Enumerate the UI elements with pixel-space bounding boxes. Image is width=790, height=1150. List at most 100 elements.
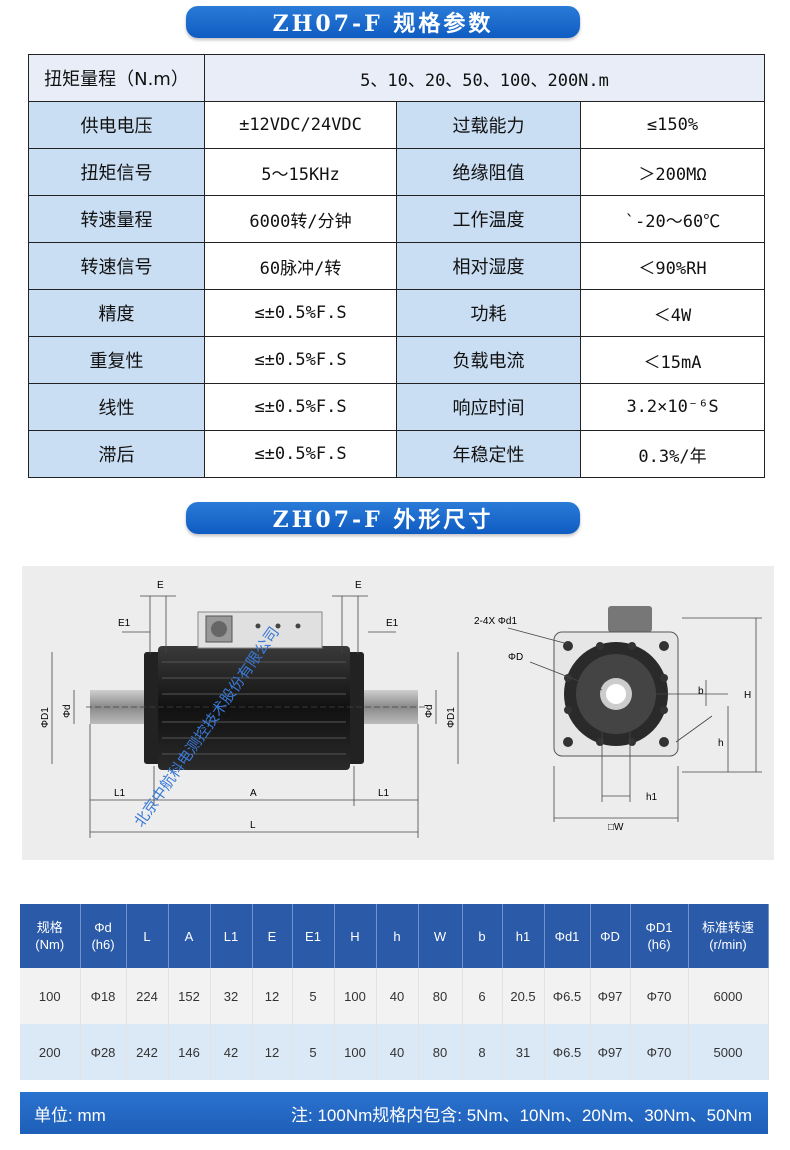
dim-label-l1: L1: [378, 788, 390, 799]
spec-label: 滞后: [28, 430, 205, 478]
col-header: Φd1: [544, 904, 591, 968]
spec-value: 3.2×10⁻⁶S: [579, 383, 766, 431]
spec-value: ≤150%: [579, 101, 766, 149]
col-header: 标准转速(r/min): [688, 904, 769, 968]
table-cell: 242: [126, 1024, 169, 1080]
spec-value: ≤±0.5%F.S: [204, 383, 397, 431]
table-row: 100 Φ18 224 152 32 12 5 100 40 80 6 20.5…: [20, 968, 769, 1024]
table-cell: Φ70: [630, 1024, 689, 1080]
unit-note: 单位: mm: [34, 1105, 106, 1125]
table-cell: 100: [334, 968, 377, 1024]
spec-label: 转速量程: [28, 195, 205, 243]
table-cell: 40: [376, 1024, 419, 1080]
col-header: E: [252, 904, 293, 968]
side-view: E E E1 E1 ΦD1 Φd Φd ΦD1 L1 A L1 L: [40, 580, 459, 838]
col-header: ΦD: [590, 904, 631, 968]
spec-value: ＜90%RH: [579, 242, 766, 290]
dim-label-l1: L1: [114, 788, 126, 799]
body-fins: [162, 661, 346, 755]
spec-label: 扭矩量程（N.m）: [28, 54, 205, 102]
dim-label-w: □W: [608, 822, 624, 833]
col-header: 规格(Nm): [20, 904, 81, 968]
spec-row: 重复性 ≤±0.5%F.S 负载电流 ＜15mA: [28, 336, 766, 384]
table-cell: 5000: [688, 1024, 769, 1080]
spec-label: 负载电流: [396, 336, 581, 384]
spec-label: 工作温度: [396, 195, 581, 243]
table-cell: 40: [376, 968, 419, 1024]
spec-label: 响应时间: [396, 383, 581, 431]
table-cell: 6000: [688, 968, 769, 1024]
spec-value: `-20～60℃: [579, 195, 766, 243]
spec-table: 扭矩量程（N.m） 5、10、20、50、100、200N.m 供电电压 ±12…: [28, 54, 766, 478]
dim-label-d1-holes: 2-4X Φd1: [474, 616, 517, 627]
dimension-section: 规格(Nm) Φd(h6) L A L1 E E1 H h W b h1 Φd1…: [20, 904, 769, 1134]
table-cell: 32: [210, 968, 253, 1024]
end-view: 2-4X Φd1 ΦD b h H h1 □W: [474, 606, 762, 833]
spec-value: ＜4W: [579, 289, 766, 337]
dim-label-e1: E1: [386, 618, 399, 629]
table-cell: 12: [252, 1024, 293, 1080]
table-cell: 8: [462, 1024, 503, 1080]
dim-label-d: Φd: [62, 704, 73, 718]
spec-value: ＞200MΩ: [579, 148, 766, 196]
table-cell: 152: [168, 968, 211, 1024]
spec-label: 功耗: [396, 289, 581, 337]
spec-value: ±12VDC/24VDC: [204, 101, 397, 149]
spec-row: 线性 ≤±0.5%F.S 响应时间 3.2×10⁻⁶S: [28, 383, 766, 431]
dim-label-d1: ΦD1: [446, 707, 457, 728]
spec-value: 60脉冲/转: [204, 242, 397, 290]
col-header: b: [462, 904, 503, 968]
spec-value: 5、10、20、50、100、200N.m: [203, 54, 766, 102]
table-cell: 42: [210, 1024, 253, 1080]
table-cell: 20.5: [502, 968, 545, 1024]
spec-label: 精度: [28, 289, 205, 337]
col-header: W: [418, 904, 463, 968]
dim-label-b: b: [698, 686, 704, 697]
col-header: L1: [210, 904, 253, 968]
dim-label-d1: ΦD1: [40, 707, 51, 728]
col-header: h1: [502, 904, 545, 968]
table-cell: Φ18: [80, 968, 127, 1024]
table-cell: 6: [462, 968, 503, 1024]
spec-label: 相对湿度: [396, 242, 581, 290]
spec-row: 滞后 ≤±0.5%F.S 年稳定性 0.3%/年: [28, 430, 766, 478]
spec-note: 注: 100Nm规格内包含: 5Nm、10Nm、20Nm、30Nm、50Nm: [291, 1105, 752, 1125]
dim-label-l: L: [250, 820, 256, 831]
spec-label: 年稳定性: [396, 430, 581, 478]
spec-label: 供电电压: [28, 101, 205, 149]
spec-value: ≤±0.5%F.S: [204, 336, 397, 384]
spec-label: 扭矩信号: [28, 148, 205, 196]
table-cell: 12: [252, 968, 293, 1024]
spec-value: 6000转/分钟: [204, 195, 397, 243]
dimension-drawing: E E E1 E1 ΦD1 Φd Φd ΦD1 L1 A L1 L 北京中航科电…: [22, 566, 774, 860]
dim-label-e: E: [157, 580, 164, 591]
end-connector: [608, 606, 652, 632]
spec-row: 转速量程 6000转/分钟 工作温度 `-20～60℃: [28, 195, 766, 243]
table-cell: Φ70: [630, 968, 689, 1024]
spec-label: 过载能力: [396, 101, 581, 149]
col-header: Φd(h6): [80, 904, 127, 968]
table-cell: Φ6.5: [544, 1024, 591, 1080]
table-row: 200 Φ28 242 146 42 12 5 100 40 80 8 31 Φ…: [20, 1024, 769, 1080]
spec-label: 线性: [28, 383, 205, 431]
spec-banner: ZH07-F 规格参数: [186, 6, 580, 38]
table-cell: Φ28: [80, 1024, 127, 1080]
col-header: H: [334, 904, 377, 968]
spec-value: 0.3%/年: [579, 430, 766, 478]
dim-label-a: A: [250, 788, 257, 799]
table-cell: 100: [20, 968, 81, 1024]
table-cell: 100: [334, 1024, 377, 1080]
table-cell: 80: [418, 1024, 463, 1080]
dim-label-e1: E1: [118, 618, 131, 629]
spec-value: 5～15KHz: [204, 148, 397, 196]
drawing-svg: E E E1 E1 ΦD1 Φd Φd ΦD1 L1 A L1 L 北京中航科电…: [40, 580, 762, 838]
spec-value: ≤±0.5%F.S: [204, 430, 397, 478]
col-header: E1: [292, 904, 335, 968]
table-cell: Φ97: [590, 1024, 631, 1080]
spec-label: 绝缘阻值: [396, 148, 581, 196]
dim-label-e: E: [355, 580, 362, 591]
dim-label-h: h: [718, 738, 724, 749]
table-cell: 146: [168, 1024, 211, 1080]
dim-label-bore-d: ΦD: [508, 652, 523, 663]
spec-label: 重复性: [28, 336, 205, 384]
